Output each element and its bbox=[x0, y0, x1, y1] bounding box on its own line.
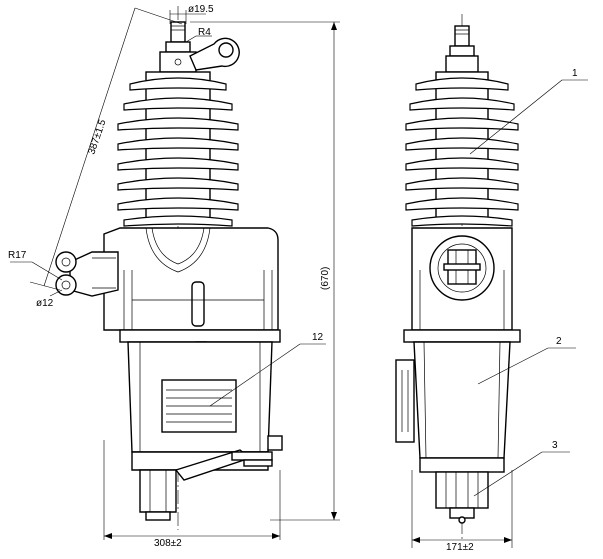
left-insulator-sheds bbox=[117, 71, 239, 227]
callout-2: 2 bbox=[477, 336, 576, 385]
base-width-left-label: 308±2 bbox=[154, 538, 182, 549]
dim-top-radius: R4 bbox=[185, 27, 212, 43]
top-diameter-label: ø19.5 bbox=[188, 4, 214, 15]
callout-12: 12 bbox=[209, 332, 326, 407]
left-side-terminal bbox=[55, 251, 119, 297]
left-head-housing bbox=[103, 227, 279, 331]
left-tank-body bbox=[127, 341, 273, 453]
left-base bbox=[131, 435, 283, 521]
callout-2-label: 2 bbox=[556, 336, 562, 347]
dim-base-left: 308±2 bbox=[103, 440, 281, 549]
dim-side: R17 ø12 bbox=[8, 250, 63, 309]
right-top-terminal bbox=[445, 25, 479, 73]
right-head-housing bbox=[411, 227, 513, 331]
left-top-terminal bbox=[159, 21, 240, 73]
right-insulator-sheds bbox=[405, 71, 519, 227]
dim-top-diameter: ø19.5 bbox=[169, 4, 214, 24]
base-width-right-label: 171±2 bbox=[446, 542, 474, 553]
side-diameter-label: ø12 bbox=[36, 298, 54, 309]
side-radius-label: R17 bbox=[8, 250, 27, 261]
right-tank-body bbox=[395, 341, 511, 459]
dim-total-height: (670) bbox=[190, 21, 340, 521]
right-view: 171±2 1 2 3 bbox=[395, 14, 588, 553]
callout-3: 3 bbox=[473, 440, 570, 497]
diagonal-label: 387±1.5 bbox=[86, 118, 108, 156]
callout-12-label: 12 bbox=[312, 332, 324, 343]
left-flange bbox=[119, 329, 281, 343]
callout-1: 1 bbox=[469, 68, 588, 155]
right-side-box bbox=[395, 359, 415, 443]
right-flange bbox=[403, 329, 521, 343]
callout-1-label: 1 bbox=[572, 68, 578, 79]
dim-base-right: 171±2 bbox=[411, 470, 513, 553]
left-view: ø19.5 R4 387±1.5 R17 ø12 bbox=[8, 4, 340, 549]
right-base bbox=[419, 457, 505, 524]
callout-3-label: 3 bbox=[552, 440, 558, 451]
total-height-label: (670) bbox=[320, 267, 331, 290]
top-radius-label: R4 bbox=[198, 27, 211, 38]
